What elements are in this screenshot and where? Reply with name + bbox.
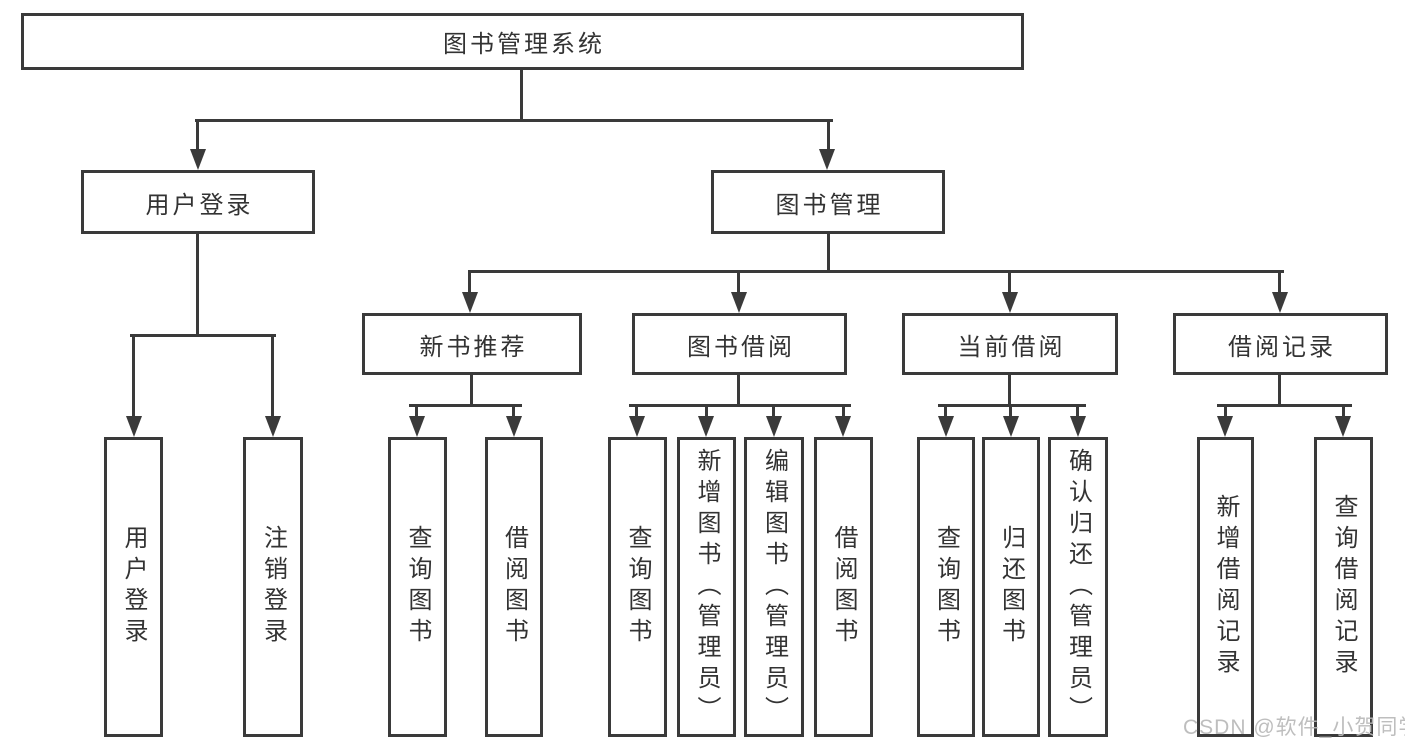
node-current-borrowing: 当前借阅 (902, 313, 1118, 375)
node-leaf-query-books-recommend: 查询图书 (388, 437, 447, 737)
arrow-down-icon (938, 416, 954, 437)
connector-recommend-stem (470, 375, 473, 406)
connector-records-drop (1342, 406, 1345, 418)
connector-borrowing-drop (842, 406, 845, 418)
connector-borrowing-drop (705, 406, 708, 418)
connector-recommend-drop (512, 406, 515, 418)
connector-current-drop (1076, 406, 1079, 418)
node-book-management: 图书管理 (711, 170, 945, 234)
node-borrowing-records: 借阅记录 (1173, 313, 1388, 375)
arrow-down-icon (265, 416, 281, 437)
connector-root-stem (520, 70, 523, 122)
connector-records-stem (1278, 375, 1281, 406)
watermark: CSDN @软件_小贺同学 (1183, 716, 1405, 739)
connector-root-drop (827, 121, 830, 151)
node-leaf-query-borrow-record: 查询借阅记录 (1314, 437, 1373, 737)
arrow-down-icon (835, 416, 851, 437)
node-leaf-return-books: 归还图书 (982, 437, 1040, 737)
connector-login-drop (132, 336, 135, 418)
connector-mgmt-drop (1008, 272, 1011, 294)
connector-mgmt-bar (468, 270, 1284, 273)
arrow-down-icon (126, 416, 142, 437)
connector-root-bar (195, 119, 833, 122)
node-user-login: 用户登录 (81, 170, 315, 234)
connector-mgmt-drop (1278, 272, 1281, 294)
node-book-borrowing: 图书借阅 (632, 313, 847, 375)
connector-login-stem (196, 234, 199, 335)
arrow-down-icon (1002, 292, 1018, 313)
connector-login-bar (130, 334, 276, 337)
node-leaf-edit-book-admin: 编辑图书（管理员） (744, 437, 804, 737)
arrow-down-icon (731, 292, 747, 313)
arrow-down-icon (1272, 292, 1288, 313)
connector-mgmt-stem (827, 234, 830, 272)
connector-records-bar (1217, 404, 1352, 407)
node-leaf-add-book-admin: 新增图书（管理员） (677, 437, 736, 737)
node-leaf-query-books-borrowing: 查询图书 (608, 437, 667, 737)
arrow-down-icon (1217, 416, 1233, 437)
connector-borrowing-drop (772, 406, 775, 418)
connector-borrowing-drop (635, 406, 638, 418)
arrow-down-icon (819, 149, 835, 170)
connector-current-drop (1009, 406, 1012, 418)
node-leaf-logout: 注销登录 (243, 437, 303, 737)
connector-current-stem (1008, 375, 1011, 406)
connector-current-drop (944, 406, 947, 418)
connector-mgmt-drop (737, 272, 740, 294)
arrow-down-icon (1003, 416, 1019, 437)
connector-current-bar (938, 404, 1086, 407)
arrow-down-icon (698, 416, 714, 437)
connector-root-drop (196, 121, 199, 151)
connector-records-drop (1224, 406, 1227, 418)
connector-recommend-drop (415, 406, 418, 418)
connector-borrowing-bar (629, 404, 851, 407)
connector-borrowing-stem (737, 375, 740, 406)
node-leaf-borrow-books: 借阅图书 (814, 437, 873, 737)
node-leaf-query-books-current: 查询图书 (917, 437, 975, 737)
arrow-down-icon (506, 416, 522, 437)
arrow-down-icon (629, 416, 645, 437)
node-library-system: 图书管理系统 (21, 13, 1024, 70)
connector-login-drop (271, 336, 274, 418)
arrow-down-icon (766, 416, 782, 437)
connector-mgmt-drop (468, 272, 471, 294)
connector-recommend-bar (409, 404, 522, 407)
node-leaf-borrow-books-recommend: 借阅图书 (485, 437, 543, 737)
arrow-down-icon (409, 416, 425, 437)
node-leaf-confirm-return-admin: 确认归还（管理员） (1048, 437, 1108, 737)
arrow-down-icon (190, 149, 206, 170)
node-new-book-recommend: 新书推荐 (362, 313, 582, 375)
arrow-down-icon (1335, 416, 1351, 437)
node-leaf-user-login: 用户登录 (104, 437, 163, 737)
arrow-down-icon (1070, 416, 1086, 437)
arrow-down-icon (462, 292, 478, 313)
node-leaf-add-borrow-record: 新增借阅记录 (1197, 437, 1254, 737)
